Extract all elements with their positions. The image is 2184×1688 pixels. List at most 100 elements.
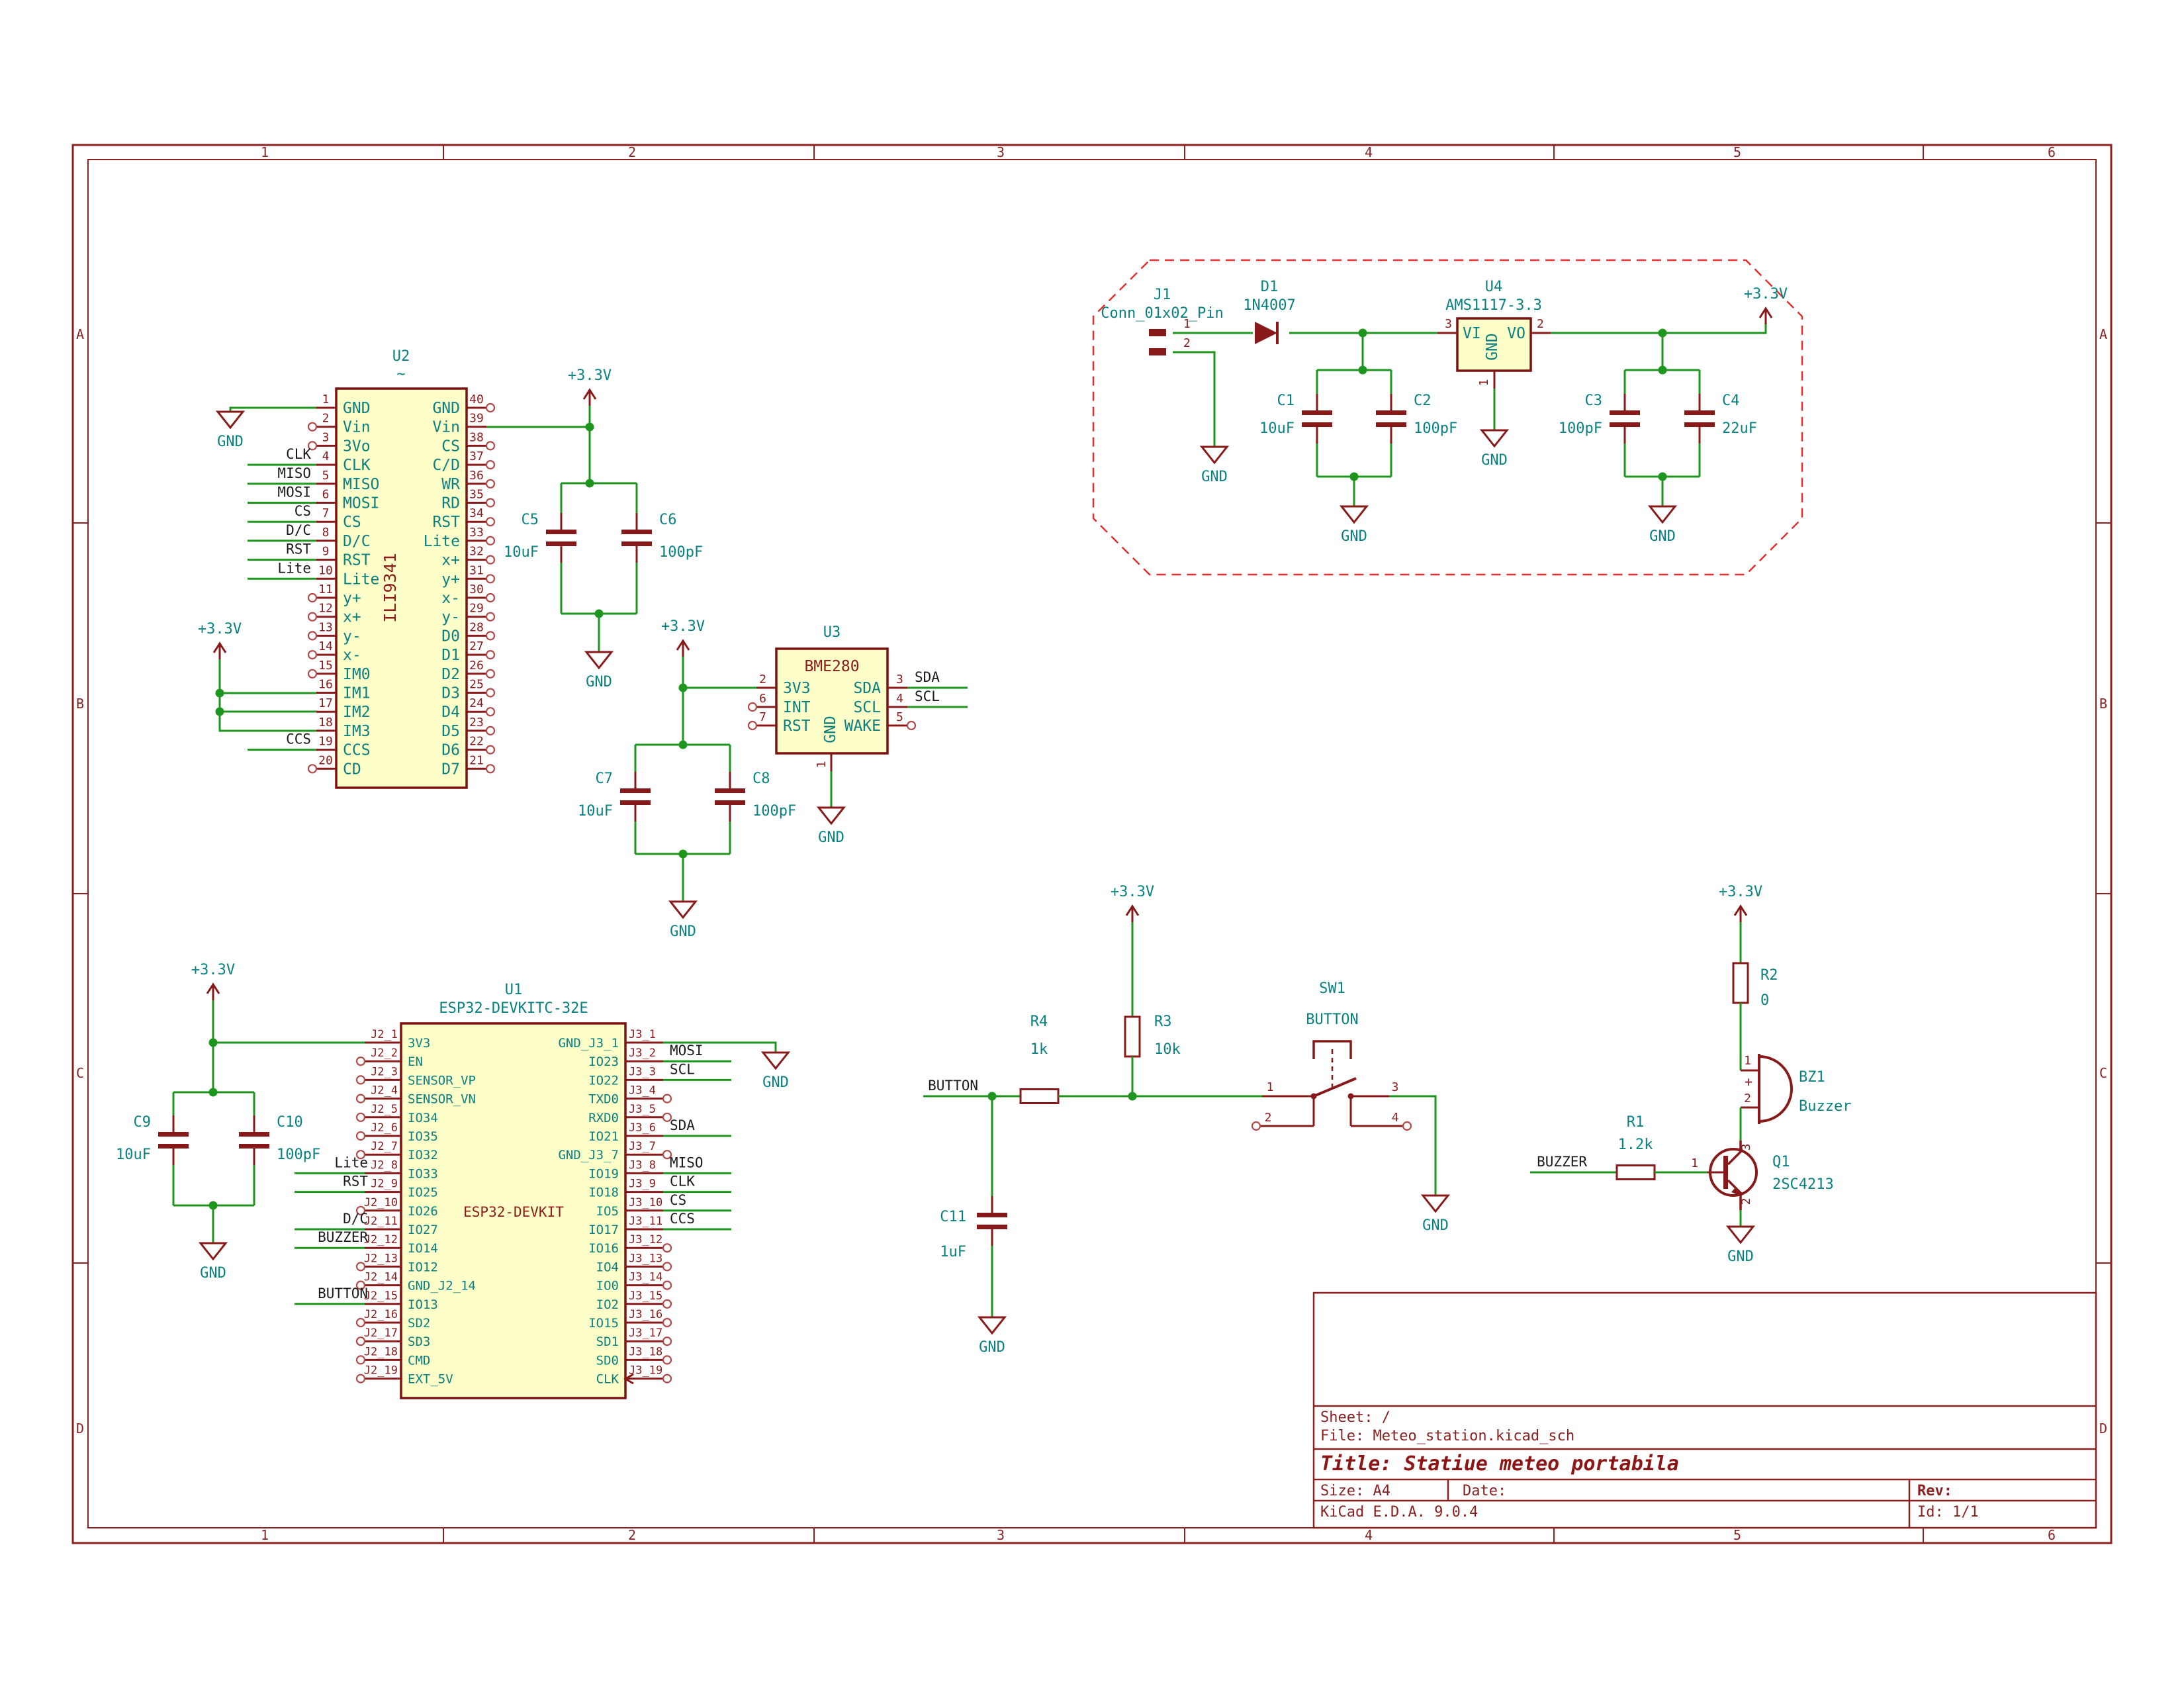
- gnd-label: GND: [670, 923, 696, 940]
- pin-name: y+: [441, 571, 460, 588]
- component-value: 1.2k: [1618, 1137, 1653, 1153]
- pin-number: 35: [469, 488, 484, 502]
- no-connect-circle: [307, 612, 318, 622]
- component-graphic-text: ILI9341: [381, 553, 400, 622]
- pin-number: J2_17: [364, 1327, 398, 1340]
- no-connect-circle: [307, 441, 318, 451]
- net-label: CCS: [670, 1211, 695, 1227]
- pin-number: 4: [322, 449, 330, 463]
- component-ref: J1: [1154, 287, 1171, 303]
- pin-name: 3V3: [783, 680, 811, 697]
- frame-row-label: D: [76, 1421, 84, 1436]
- no-connect-circle: [662, 1094, 672, 1103]
- component-value: ~: [396, 366, 405, 383]
- capacitor-plate: [1684, 410, 1715, 415]
- pin-number: 5: [322, 469, 330, 483]
- pin-number: 3: [322, 430, 330, 444]
- pin-number: 36: [469, 469, 484, 483]
- capacitor-plate: [1610, 410, 1640, 415]
- component-value: AMS1117-3.3: [1445, 297, 1542, 314]
- pin-number: J2_13: [364, 1252, 398, 1265]
- pin-name: D6: [441, 742, 460, 759]
- power-3v3-label: +3.3V: [1719, 884, 1762, 900]
- capacitor-plate: [158, 1144, 189, 1149]
- component-value: 1N4007: [1243, 297, 1295, 314]
- pin-name: SENSOR_VP: [408, 1073, 476, 1088]
- frame-col-label: 4: [1365, 144, 1373, 160]
- pin-number: J3_17: [629, 1327, 662, 1340]
- pin-name: IO5: [596, 1204, 619, 1219]
- pin-number: 27: [469, 639, 484, 653]
- pin-name: WAKE: [844, 718, 881, 735]
- no-connect-circle: [485, 441, 496, 451]
- component-ref: C11: [940, 1209, 966, 1225]
- component-ref: C10: [277, 1114, 303, 1131]
- pin-number: 6: [322, 488, 330, 502]
- pin-name: CMD: [408, 1353, 430, 1368]
- pin-number: 40: [469, 393, 484, 406]
- switch-contact: [1347, 1093, 1354, 1100]
- pin-number: 30: [469, 583, 484, 596]
- no-connect-circle: [485, 707, 496, 717]
- net-label: SCL: [915, 688, 940, 704]
- capacitor-plate: [1376, 410, 1406, 415]
- gnd-symbol: [198, 1242, 228, 1261]
- pin-name: VO: [1507, 325, 1525, 342]
- pin-number: 11: [318, 583, 333, 596]
- titleblock-size: Size: A4: [1320, 1483, 1390, 1499]
- junction-dot: [208, 1088, 218, 1097]
- pin-name: SD2: [408, 1316, 430, 1331]
- capacitor-plate: [1684, 422, 1715, 427]
- net-label: BUTTON: [928, 1078, 978, 1094]
- no-connect-circle: [485, 726, 496, 736]
- net-label: D/C: [343, 1211, 368, 1227]
- capacitor-plate: [1302, 410, 1332, 415]
- component-ref: BZ1: [1799, 1069, 1825, 1086]
- capacitor-plate: [1610, 422, 1640, 427]
- pin-name: C/D: [432, 457, 460, 474]
- component-ref: C5: [522, 512, 539, 528]
- capacitor-plate: [1302, 422, 1332, 427]
- junction-dot: [215, 688, 224, 698]
- component-ref: U2: [392, 348, 410, 365]
- pin-name: CS: [343, 514, 361, 531]
- no-connect-circle: [355, 1205, 366, 1215]
- frame-row-label: A: [76, 326, 84, 342]
- component-value: 100pF: [659, 544, 703, 561]
- no-connect-circle: [355, 1150, 366, 1160]
- component-ref: D1: [1261, 279, 1279, 295]
- no-connect-circle: [355, 1075, 366, 1085]
- power-3v3-symbol: [582, 388, 597, 400]
- gnd-symbol: [668, 900, 698, 919]
- pin-number: 2: [1744, 1092, 1751, 1105]
- gnd-symbol: [1420, 1194, 1451, 1213]
- no-connect-circle: [485, 574, 496, 584]
- pin-name: CLK: [596, 1372, 619, 1387]
- pin-number: 1: [815, 761, 829, 769]
- pin-name: SDA: [853, 680, 881, 697]
- frame-col-label: 1: [261, 144, 269, 160]
- pin-number: J3_3: [629, 1065, 656, 1078]
- pin-number: J3_6: [629, 1121, 656, 1135]
- component-value: BUTTON: [1306, 1011, 1358, 1028]
- pin-number: 1: [1744, 1054, 1751, 1068]
- pin-name: y+: [343, 590, 361, 607]
- pin-name: INT: [783, 699, 811, 716]
- pin-number: 5: [896, 710, 903, 724]
- frame-row-label: B: [76, 696, 84, 712]
- frame-row-label: C: [76, 1065, 84, 1081]
- no-connect-circle: [485, 649, 496, 660]
- pin-number: 1: [1477, 379, 1491, 387]
- pin-name: SD1: [596, 1335, 619, 1349]
- titleblock-generator: KiCad E.D.A. 9.0.4: [1320, 1504, 1478, 1521]
- pin-name: IM2: [343, 704, 371, 721]
- titleblock-rev: Rev:: [1917, 1483, 1952, 1499]
- no-connect-circle: [485, 631, 496, 641]
- pin-name: GND: [822, 716, 839, 743]
- pin-number: J3_19: [629, 1364, 662, 1378]
- component-body-U1: [400, 1022, 627, 1399]
- no-connect-circle: [485, 459, 496, 470]
- switch-lever: [1313, 1077, 1357, 1098]
- power-3v3-symbol: [676, 639, 690, 651]
